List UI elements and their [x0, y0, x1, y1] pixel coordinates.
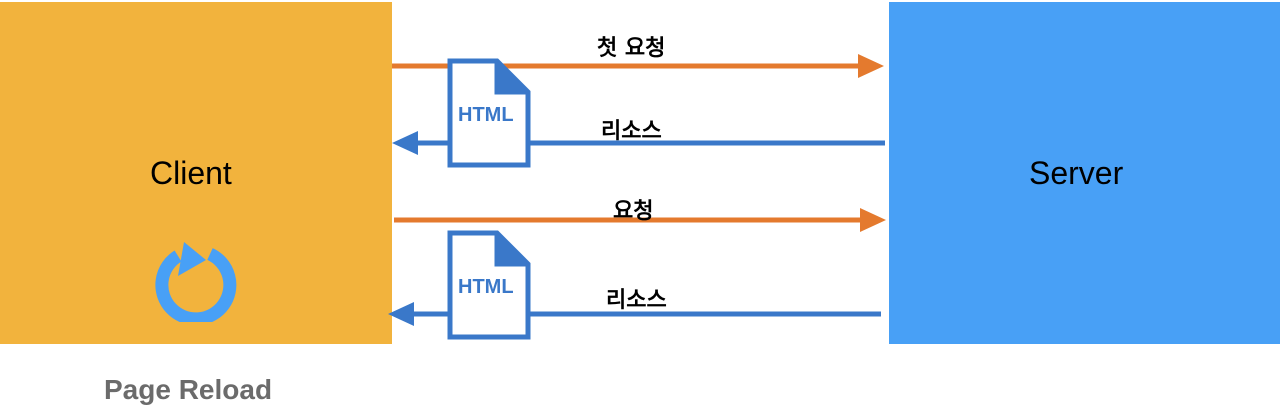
- arrow-label-resource-2: 리소스: [606, 288, 667, 313]
- html-file-icon-1: HTML: [447, 58, 531, 168]
- html-file-label-1: HTML: [458, 104, 514, 126]
- arrow-label-request: 요청: [613, 199, 654, 224]
- html-file-icon-2: HTML: [447, 230, 531, 340]
- arrow-request: [394, 208, 886, 232]
- caption: Page Reload: [104, 374, 273, 405]
- server-box: Server: [889, 2, 1280, 344]
- html-file-label-2: HTML: [458, 276, 514, 298]
- server-label: Server: [1029, 155, 1124, 191]
- file-icon: [447, 230, 531, 340]
- arrow-label-first-request: 첫 요청: [597, 36, 666, 61]
- reload-icon: [155, 242, 237, 322]
- arrow-label-resource-1: 리소스: [601, 119, 662, 144]
- file-icon: [447, 58, 531, 168]
- client-label: Client: [150, 155, 232, 191]
- client-box: Client: [0, 2, 392, 344]
